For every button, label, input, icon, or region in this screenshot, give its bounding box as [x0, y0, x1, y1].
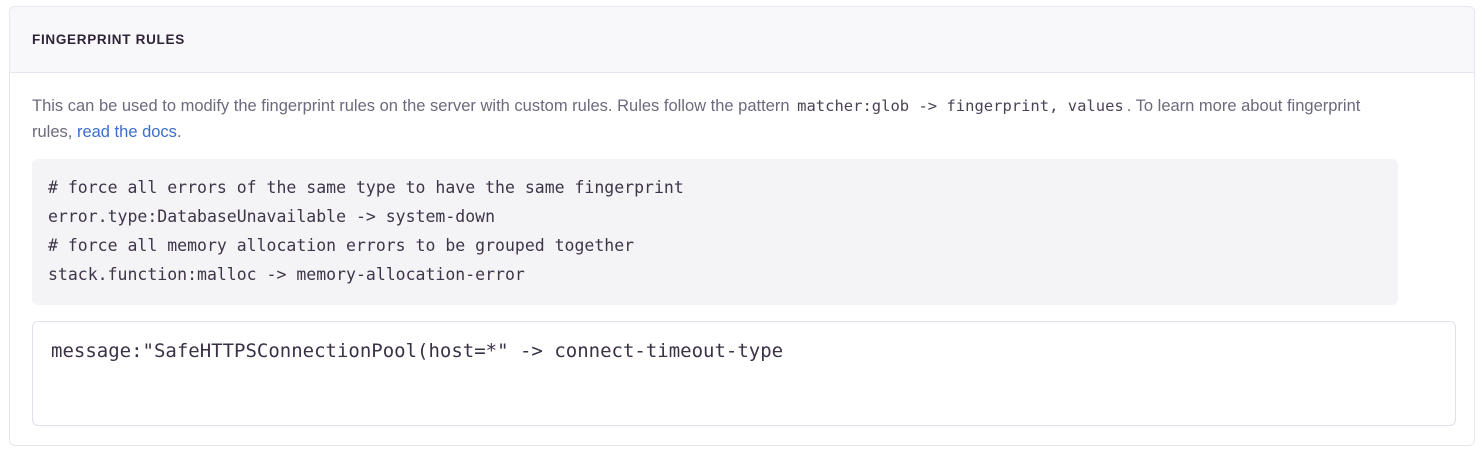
- example-code-block: # force all errors of the same type to h…: [32, 159, 1398, 305]
- panel-body: This can be used to modify the fingerpri…: [10, 73, 1474, 426]
- description-part-1: This can be used to modify the fingerpri…: [32, 97, 790, 115]
- panel-header: FINGERPRINT RULES: [10, 7, 1474, 73]
- fingerprint-rules-panel: FINGERPRINT RULES This can be used to mo…: [9, 6, 1475, 446]
- page-title: FINGERPRINT RULES: [32, 32, 185, 47]
- code-line: # force all errors of the same type to h…: [48, 178, 684, 197]
- fingerprint-rules-input[interactable]: [32, 321, 1456, 426]
- code-line: # force all memory allocation errors to …: [48, 236, 635, 255]
- code-line: stack.function:malloc -> memory-allocati…: [48, 265, 525, 284]
- description-text: This can be used to modify the fingerpri…: [32, 93, 1392, 145]
- code-line: error.type:DatabaseUnavailable -> system…: [48, 207, 496, 226]
- inline-code-pattern: matcher:glob -> fingerprint, values: [797, 97, 1124, 115]
- description-part-2: . To learn more about fingerprint rules,: [32, 97, 1361, 141]
- read-the-docs-link[interactable]: read the docs: [76, 123, 177, 141]
- description-part-3: .: [176, 123, 182, 141]
